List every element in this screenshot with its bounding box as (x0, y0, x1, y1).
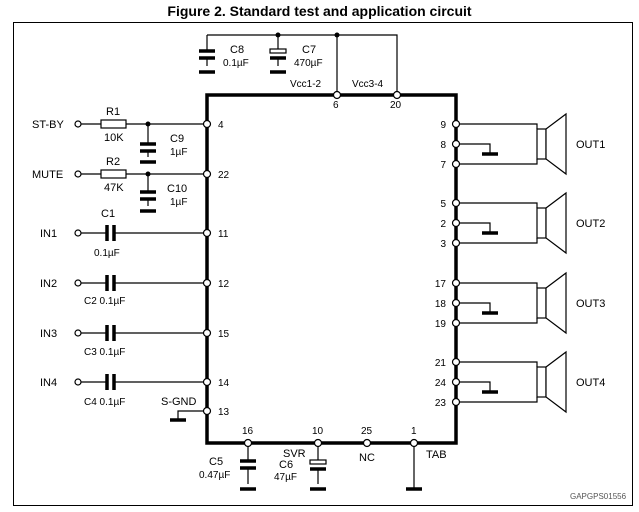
pin-label-17: 17 (435, 279, 447, 290)
document-code: GAPGPS01556 (570, 492, 627, 501)
in4-label: IN4 (40, 377, 57, 389)
c6-value: 47µF (274, 472, 297, 483)
ic-body (205, 93, 458, 445)
pin-9 (451, 119, 461, 129)
sgnd-label: S-GND (161, 396, 197, 408)
r2-value: 47K (104, 182, 124, 194)
pin-13 (202, 406, 212, 416)
pin-label-5: 5 (440, 199, 446, 210)
input-network (74, 225, 207, 422)
bottom-network (240, 443, 422, 491)
c9-value: 1µF (170, 147, 187, 158)
r1-value: 10K (104, 132, 124, 144)
c4-label: C4 0.1µF (84, 397, 125, 408)
pin-23 (451, 397, 461, 407)
pin-7 (451, 159, 461, 169)
pin-label-22: 22 (218, 170, 230, 181)
c6-label: C6 (279, 459, 293, 471)
figure-title: Figure 2. Standard test and application … (167, 3, 472, 19)
pin-label-12: 12 (218, 279, 230, 290)
supply-network (199, 32, 398, 95)
pin-label-13: 13 (218, 407, 230, 418)
output-network (456, 112, 567, 414)
stby-label: ST-BY (32, 119, 64, 131)
pin-label-14: 14 (218, 378, 230, 389)
c7-label: C7 (302, 44, 316, 56)
pin-label-3: 3 (440, 239, 446, 250)
pin-12 (202, 278, 212, 288)
diagram-frame (13, 22, 633, 506)
stby-network (74, 119, 207, 164)
c9-label: C9 (170, 133, 184, 145)
pin-label-25: 25 (361, 426, 373, 437)
c5-value: 0.47µF (199, 470, 230, 481)
pin-15 (202, 328, 212, 338)
pin-label-20: 20 (390, 100, 402, 111)
pin-label-16: 16 (242, 426, 254, 437)
vcc34-label: Vcc3-4 (352, 79, 384, 90)
in3-label: IN3 (40, 328, 57, 340)
pin-11 (202, 228, 212, 238)
in1-label: IN1 (40, 228, 57, 240)
nc-label: NC (359, 452, 375, 464)
c10-value: 1µF (170, 197, 187, 208)
pin-label-6: 6 (333, 100, 339, 111)
c3-label: C3 0.1µF (84, 347, 125, 358)
out3-label: OUT3 (576, 298, 605, 310)
c2-label: C2 0.1µF (84, 296, 125, 307)
pin-label-21: 21 (435, 358, 447, 369)
in2-label: IN2 (40, 278, 57, 290)
pin-17 (451, 278, 461, 288)
r2-label: R2 (106, 156, 120, 168)
c1-label: C1 (101, 208, 115, 220)
svr-label: SVR (283, 448, 306, 460)
c8-value: 0.1µF (223, 58, 249, 69)
pin-8 (451, 139, 461, 149)
pin-16 (243, 438, 253, 448)
c5-label: C5 (209, 456, 223, 468)
c1-value: 0.1µF (94, 248, 120, 259)
tab-label: TAB (426, 449, 447, 461)
pin-label-11: 11 (218, 229, 229, 240)
pin-14 (202, 377, 212, 387)
pin-label-18: 18 (435, 299, 447, 310)
pin-18 (451, 298, 461, 308)
pin-1 (409, 438, 419, 448)
pin-label-15: 15 (218, 329, 230, 340)
pin-5 (451, 198, 461, 208)
c10-label: C10 (167, 183, 187, 195)
pin-19 (451, 318, 461, 328)
pin-2 (451, 218, 461, 228)
c7-value: 470µF (294, 58, 323, 69)
pin-22 (202, 169, 212, 179)
pin-label-24: 24 (435, 378, 447, 389)
c8-label: C8 (230, 44, 244, 56)
mute-network (74, 169, 207, 213)
pin-label-19: 19 (435, 319, 447, 330)
pin-label-2: 2 (440, 219, 446, 230)
pin-label-4: 4 (218, 120, 224, 131)
pin-label-23: 23 (435, 398, 447, 409)
pin-25 (362, 438, 372, 448)
pin-24 (451, 377, 461, 387)
pin-label-9: 9 (440, 120, 446, 131)
out2-label: OUT2 (576, 218, 605, 230)
pin-4 (202, 119, 212, 129)
pin-3 (451, 238, 461, 248)
pin-label-1: 1 (411, 426, 417, 437)
mute-label: MUTE (32, 169, 63, 181)
pin-label-8: 8 (440, 140, 446, 151)
pin-6 (332, 90, 342, 100)
pin-label-7: 7 (440, 160, 446, 171)
r1-label: R1 (106, 106, 120, 118)
out4-label: OUT4 (576, 377, 605, 389)
pin-21 (451, 357, 461, 367)
pin-label-10: 10 (312, 426, 324, 437)
pin-10 (313, 438, 323, 448)
vcc12-label: Vcc1-2 (290, 79, 322, 90)
pin-20 (392, 90, 402, 100)
out1-label: OUT1 (576, 139, 605, 151)
